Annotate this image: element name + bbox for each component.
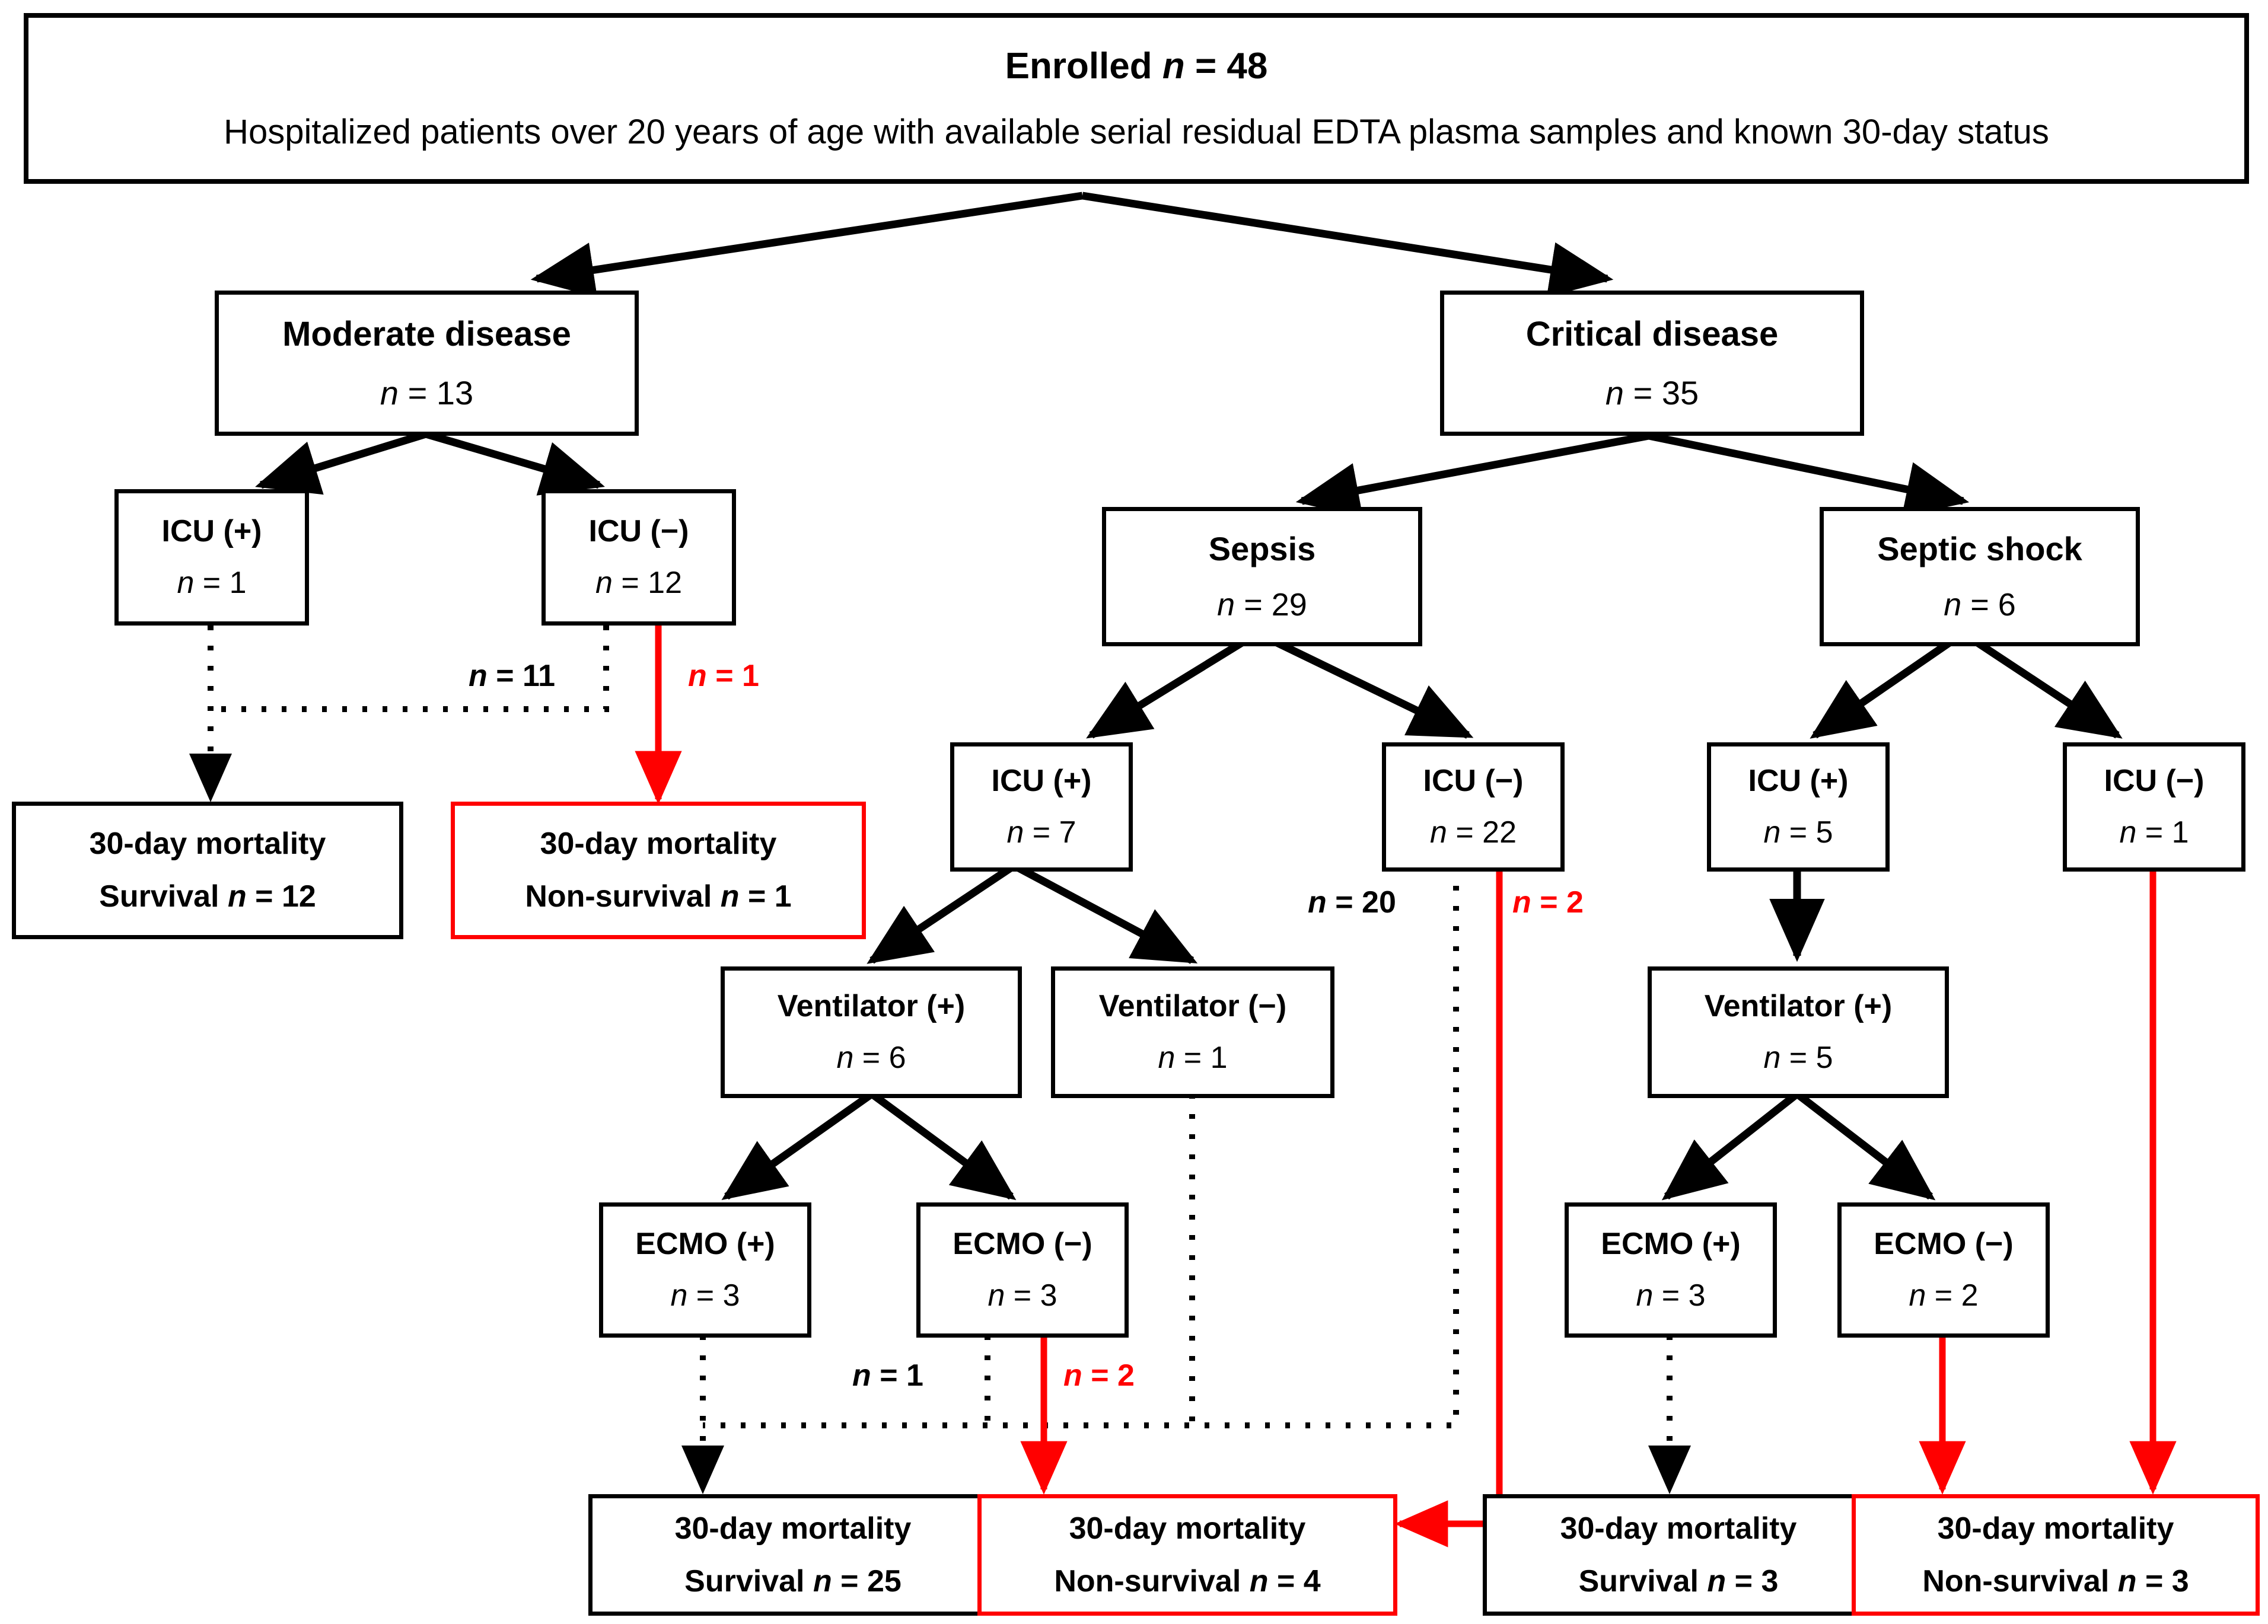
edge-label-sepsis-ecmoneg-nonsurvival: n = 2 (1063, 1358, 1135, 1393)
edge-shockventpos-to-ecmopos (1661, 1090, 1800, 1201)
edge-shock-to-icupos (1810, 630, 1966, 739)
node-sepsis-icu-neg: ICU (−) n = 22 (1382, 742, 1565, 872)
node-sepsis-ventilator-neg: Ventilator (−) n = 1 (1051, 966, 1334, 1098)
outcome-moderate-nonsurvival-label: 30-day mortality (540, 827, 777, 862)
edge-sepventpos-to-ecmopos (721, 1090, 874, 1200)
outcome-shock-survival-label: 30-day mortality (1560, 1511, 1797, 1546)
node-sepsis-icu-pos: ICU (+) n = 7 (950, 742, 1133, 872)
sepsis-ecmo-neg-label: ECMO (−) (953, 1227, 1092, 1262)
critical-disease-n: n = 35 (1605, 374, 1699, 411)
outcome-sepsis-nonsurvival-label: 30-day mortality (1069, 1511, 1306, 1546)
septic-shock-n: n = 6 (1944, 586, 2016, 623)
edge-label-moderate-icuneg-survival: n = 11 (469, 659, 555, 693)
outcome-moderate-survival-label: 30-day mortality (89, 827, 326, 862)
moderate-icu-neg-n: n = 12 (595, 566, 683, 600)
sepsis-icu-neg-n: n = 22 (1429, 815, 1517, 850)
outcome-shock-nonsurvival-n: Non-survival n = 3 (1922, 1564, 2189, 1599)
sepsis-icu-neg-label: ICU (−) (1423, 764, 1524, 799)
outcome-shock-nonsurvival-label: 30-day mortality (1937, 1511, 2174, 1546)
edge-sepsis-to-icupos (1086, 630, 1260, 739)
shock-ecmo-neg-n: n = 2 (1909, 1278, 1979, 1313)
node-outcome-sepsis-survival: 30-day mortality Survival n = 25 (588, 1494, 998, 1616)
edge-label-sepsis-icuneg-nonsurvival: n = 2 (1512, 885, 1584, 920)
node-shock-ventilator-pos: Ventilator (+) n = 5 (1648, 966, 1949, 1098)
sepsis-ecmo-pos-n: n = 3 (670, 1278, 740, 1313)
sepsis-icu-pos-n: n = 7 (1006, 815, 1076, 850)
shock-ventilator-pos-label: Ventilator (+) (1704, 989, 1893, 1024)
node-sepsis-ventilator-pos: Ventilator (+) n = 6 (721, 966, 1022, 1098)
node-enrolled: Enrolled n = 48 Hospitalized patients ov… (24, 13, 2249, 184)
node-shock-ecmo-neg: ECMO (−) n = 2 (1837, 1202, 2050, 1338)
node-moderate-icu-pos: ICU (+) n = 1 (114, 489, 309, 626)
node-sepsis: Sepsis n = 29 (1102, 507, 1422, 646)
node-sepsis-ecmo-pos: ECMO (+) n = 3 (599, 1202, 811, 1338)
enrolled-title: Enrolled n = 48 (1005, 46, 1268, 87)
critical-disease-label: Critical disease (1525, 314, 1779, 353)
shock-icu-neg-n: n = 1 (2119, 815, 2189, 850)
sepsis-ecmo-neg-n: n = 3 (988, 1278, 1057, 1313)
node-shock-icu-pos: ICU (+) n = 5 (1707, 742, 1890, 872)
outcome-sepsis-survival-label: 30-day mortality (674, 1511, 912, 1546)
shock-icu-pos-label: ICU (+) (1748, 764, 1849, 799)
edge-sepicuneg-to-survival (703, 866, 1459, 1428)
edge-enrolled-to-moderate (530, 192, 1083, 298)
edge-sepicuneg-to-nonsurvival (1394, 866, 1503, 1548)
sepsis-ventilator-neg-n: n = 1 (1158, 1041, 1228, 1075)
outcome-shock-survival-n: Survival n = 3 (1578, 1564, 1779, 1599)
sepsis-n: n = 29 (1217, 586, 1307, 623)
edge-sepsis-to-icuneg (1256, 630, 1474, 739)
sepsis-icu-pos-label: ICU (+) (991, 764, 1092, 799)
edge-sepicupos-to-ventpos (867, 862, 1017, 964)
moderate-disease-n: n = 13 (380, 374, 474, 411)
node-outcome-shock-nonsurvival: 30-day mortality Non-survival n = 3 (1852, 1494, 2260, 1616)
edge-shock-to-icuneg (1961, 630, 2123, 739)
node-outcome-moderate-nonsurvival: 30-day mortality Non-survival n = 1 (451, 802, 866, 939)
shock-ventilator-pos-n: n = 5 (1763, 1041, 1833, 1075)
edge-moderate-to-icuneg (425, 430, 605, 496)
edge-sepicupos-to-ventneg (1012, 862, 1198, 964)
sepsis-ventilator-pos-label: Ventilator (+) (777, 989, 966, 1024)
enrolled-subtitle: Hospitalized patients over 20 years of a… (224, 112, 2049, 151)
edge-label-sepsis-ecmoneg-survival: n = 1 (852, 1358, 923, 1393)
node-outcome-shock-survival: 30-day mortality Survival n = 3 (1483, 1494, 1874, 1616)
node-septic-shock: Septic shock n = 6 (1820, 507, 2140, 646)
outcome-sepsis-nonsurvival-n: Non-survival n = 4 (1054, 1564, 1321, 1599)
shock-icu-neg-label: ICU (−) (2104, 764, 2205, 799)
edge-moderate-to-icupos (255, 430, 427, 495)
edge-label-moderate-icuneg-nonsurvival: n = 1 (688, 659, 759, 693)
node-moderate-icu-neg: ICU (−) n = 12 (541, 489, 736, 626)
moderate-icu-pos-n: n = 1 (177, 566, 247, 600)
node-outcome-sepsis-nonsurvival: 30-day mortality Non-survival n = 4 (977, 1494, 1397, 1616)
edge-critical-to-shock (1648, 432, 1970, 517)
node-outcome-moderate-survival: 30-day mortality Survival n = 12 (12, 802, 403, 939)
sepsis-label: Sepsis (1208, 530, 1316, 568)
shock-icu-pos-n: n = 5 (1763, 815, 1833, 850)
moderate-disease-label: Moderate disease (282, 314, 571, 353)
edge-enrolled-to-critical (1081, 192, 1614, 298)
sepsis-ventilator-pos-n: n = 6 (836, 1041, 906, 1075)
node-moderate-disease: Moderate disease n = 13 (215, 291, 639, 436)
moderate-icu-neg-label: ICU (−) (588, 514, 689, 549)
outcome-sepsis-survival-n: Survival n = 25 (684, 1564, 902, 1599)
shock-ecmo-pos-label: ECMO (+) (1601, 1227, 1741, 1262)
septic-shock-label: Septic shock (1877, 530, 2082, 568)
sepsis-ecmo-pos-label: ECMO (+) (635, 1227, 775, 1262)
sepsis-ventilator-neg-label: Ventilator (−) (1098, 989, 1287, 1024)
shock-ecmo-neg-label: ECMO (−) (1874, 1227, 2014, 1262)
moderate-icu-pos-label: ICU (+) (161, 514, 262, 549)
edge-label-sepsis-icuneg-survival: n = 20 (1308, 885, 1396, 920)
node-critical-disease: Critical disease n = 35 (1440, 291, 1864, 436)
node-shock-ecmo-pos: ECMO (+) n = 3 (1565, 1202, 1777, 1338)
edge-sepventpos-to-ecmoneg (869, 1090, 1017, 1201)
outcome-moderate-survival-n: Survival n = 12 (99, 879, 316, 914)
outcome-moderate-nonsurvival-n: Non-survival n = 1 (525, 879, 792, 914)
shock-ecmo-pos-n: n = 3 (1636, 1278, 1706, 1313)
node-shock-icu-neg: ICU (−) n = 1 (2063, 742, 2245, 872)
node-sepsis-ecmo-neg: ECMO (−) n = 3 (916, 1202, 1129, 1338)
edge-critical-to-sepsis (1295, 432, 1650, 518)
edge-shockventpos-to-ecmoneg (1795, 1090, 1936, 1201)
